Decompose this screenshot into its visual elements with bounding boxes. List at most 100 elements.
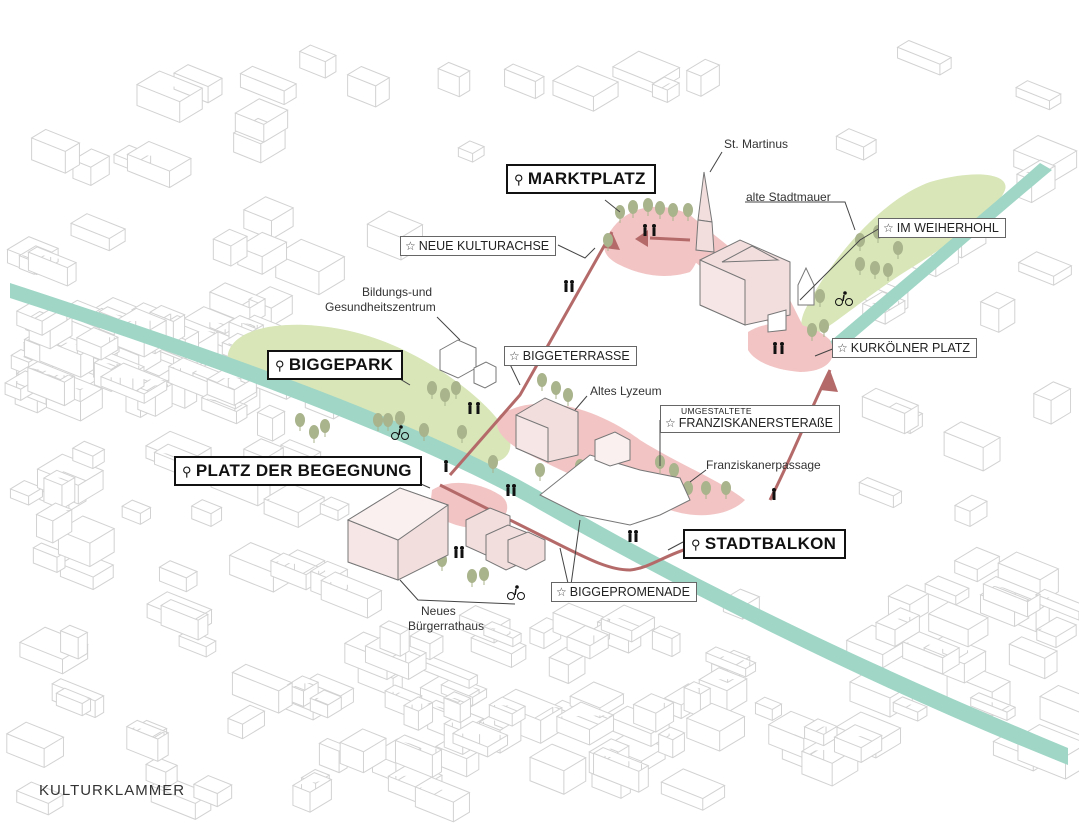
place-platz-der-begegnung[interactable]: ⚲PLATZ DER BEGEGNUNG xyxy=(174,456,422,486)
label-bildungszentrum-2: Gesundheitszentrum xyxy=(325,300,436,314)
franziskanerpassage-building xyxy=(539,431,691,526)
tree xyxy=(721,481,731,495)
outline-building xyxy=(5,721,65,769)
label-buergerrathaus-1: Neues xyxy=(421,604,456,618)
tree xyxy=(537,373,547,387)
pedestrian-body xyxy=(652,228,656,236)
outline-building xyxy=(263,482,326,528)
outline-building xyxy=(657,726,686,759)
outline-building xyxy=(256,404,286,442)
outline-building xyxy=(1038,684,1079,736)
outline-building xyxy=(651,625,682,658)
outline-building xyxy=(242,196,295,240)
tag-label: BIGGETERRASSE xyxy=(522,349,630,363)
outline-building xyxy=(896,39,953,76)
outline-building xyxy=(172,64,224,104)
pedestrian-body xyxy=(570,284,574,292)
pedestrian-body xyxy=(780,346,784,354)
pedestrian-icon xyxy=(773,342,777,346)
cyclist-head xyxy=(399,425,403,429)
pedestrian-body xyxy=(460,550,464,558)
outline-building xyxy=(32,542,67,574)
tag-neue-kulturachse[interactable]: ☆NEUE KULTURACHSE xyxy=(400,236,557,256)
stadtmauer-tower xyxy=(767,266,815,333)
tree xyxy=(467,569,477,583)
place-marktplatz[interactable]: ⚲MARKTPLATZ xyxy=(506,164,656,194)
outline-building xyxy=(135,70,204,124)
pedestrian-icon xyxy=(454,546,458,550)
tree xyxy=(419,423,429,437)
pedestrian-body xyxy=(506,488,510,496)
location-pin-icon: ⚲ xyxy=(275,358,285,373)
star-icon: ☆ xyxy=(837,341,848,355)
weiherhohl-area xyxy=(801,174,1006,335)
tree xyxy=(819,319,829,333)
outline-building xyxy=(685,58,721,97)
diagram-title: KULTURKLAMMER xyxy=(39,782,186,799)
outline-building xyxy=(231,663,294,714)
outline-building xyxy=(803,718,839,747)
cyclist-head xyxy=(515,585,519,589)
outline-building xyxy=(953,494,989,527)
pedestrian-icon xyxy=(476,402,480,406)
tag-franziskanerstrasse[interactable]: UMGESTALTETE☆FRANZISKANERSTERAßE xyxy=(660,405,840,433)
tree xyxy=(535,463,545,477)
tag-im-weiherhohl[interactable]: ☆IM WEIHERHOHL xyxy=(878,218,1006,238)
pedestrian-body xyxy=(512,488,516,496)
tree xyxy=(440,388,450,402)
pedestrian-body xyxy=(444,464,448,472)
tree xyxy=(683,203,693,217)
outline-building xyxy=(346,65,391,108)
place-stadtbalkon[interactable]: ⚲STADTBALKON xyxy=(683,529,847,559)
tree xyxy=(383,413,393,427)
outline-building xyxy=(442,691,472,724)
outline-building xyxy=(1014,80,1062,111)
pedestrian-body xyxy=(634,534,638,542)
pedestrian-body xyxy=(468,406,472,414)
outline-building xyxy=(75,326,119,361)
tag-biggeterrasse[interactable]: ☆BIGGETERRASSE xyxy=(504,346,637,366)
outline-building xyxy=(600,604,656,643)
place-biggepark[interactable]: ⚲BIGGEPARK xyxy=(267,350,404,380)
star-icon: ☆ xyxy=(556,585,567,599)
outline-building xyxy=(924,575,970,606)
outline-building xyxy=(59,551,115,591)
tag-label: NEUE KULTURACHSE xyxy=(418,239,550,253)
outline-building xyxy=(565,625,610,660)
star-icon: ☆ xyxy=(405,239,416,253)
pedestrian-icon xyxy=(634,530,638,534)
pedestrian-icon xyxy=(460,546,464,550)
tag-label: KURKÖLNER PLATZ xyxy=(850,341,971,355)
outline-building xyxy=(402,696,434,731)
tree xyxy=(669,463,679,477)
star-icon: ☆ xyxy=(883,221,894,235)
cyclist-icon xyxy=(845,298,853,306)
outline-building xyxy=(551,65,620,112)
outline-building xyxy=(160,599,209,641)
tag-kurkoelner-platz[interactable]: ☆KURKÖLNER PLATZ xyxy=(832,338,978,358)
outline-building xyxy=(685,702,746,752)
tag-label: FRANZISKANERSTERAßE xyxy=(678,416,833,430)
pedestrian-body xyxy=(476,406,480,414)
outline-building xyxy=(704,646,757,678)
cyclist-icon xyxy=(517,592,525,600)
outline-building xyxy=(892,696,929,722)
neues-buergerrathaus-building xyxy=(346,487,450,581)
location-pin-icon: ⚲ xyxy=(182,464,192,479)
outline-building xyxy=(71,440,106,470)
outline-building xyxy=(927,601,990,648)
outline-building xyxy=(943,421,1002,472)
outline-building xyxy=(339,728,388,774)
place-label: STADTBALKON xyxy=(704,534,837,553)
tree xyxy=(551,381,561,395)
pedestrian-body xyxy=(643,228,647,236)
tree xyxy=(320,419,330,433)
label-st-martinus: St. Martinus xyxy=(724,137,789,151)
tree xyxy=(373,413,383,427)
tag-biggepromenade[interactable]: ☆BIGGEPROMENADE xyxy=(551,582,697,602)
pedestrian-icon xyxy=(772,488,776,492)
arrow-head-kurkoelner xyxy=(820,370,838,392)
marktplatz-arrow-path xyxy=(649,236,691,242)
pedestrian-icon xyxy=(444,460,448,464)
outline-building xyxy=(9,480,44,506)
